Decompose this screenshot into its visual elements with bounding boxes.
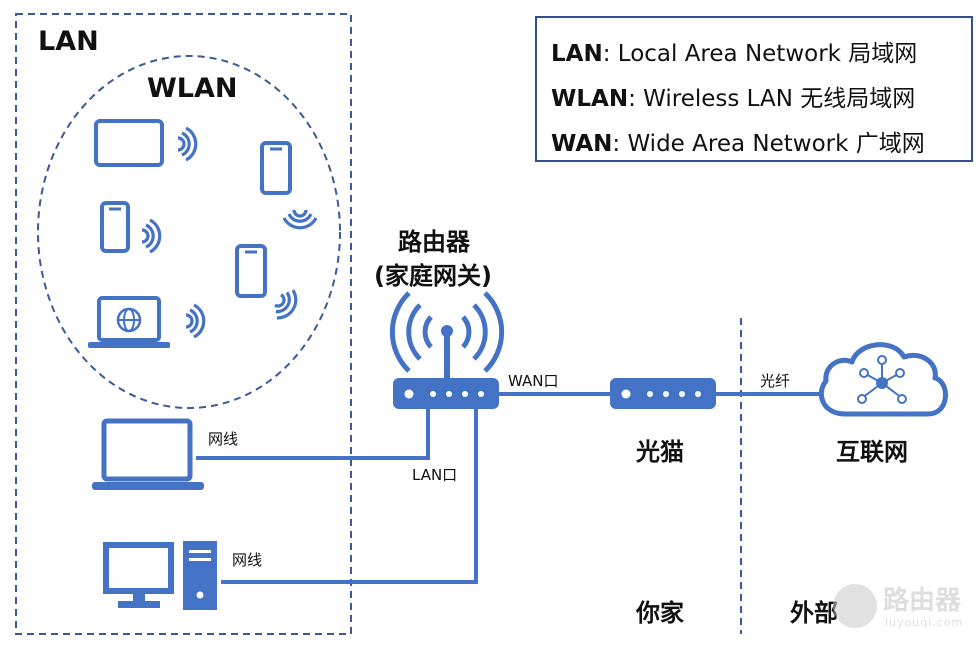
wifi-signal-icon [140,218,162,254]
home-zone-label: 你家 [636,599,684,627]
wifi-signal-icon [184,303,206,339]
cable-lines [196,392,822,584]
lan-port-label: LAN口 [412,466,458,484]
wan-port-label: WAN口 [508,372,559,390]
fiber-label: 光纤 [760,372,791,390]
legend-box: LAN: Local Area Network 局域网 WLAN: Wirele… [535,16,973,162]
outside-zone-label: 外部 [790,599,838,627]
legend-row-wan: WAN: Wide Area Network 广域网 [551,124,925,158]
cloud-network-icon [819,342,948,417]
legend-term: WAN [551,131,613,157]
router-title: 路由器 [398,228,470,256]
modem-label: 光猫 [636,438,684,466]
legend-row-lan: LAN: Local Area Network 局域网 [551,34,917,68]
watermark-text: 路由器 [883,586,962,616]
watermark-url: luyouqi.com [885,616,964,629]
wlan-label: WLAN [147,73,238,104]
legend-desc: : Wireless LAN 无线局域网 [628,86,916,112]
phone-icon [235,244,267,298]
phone-icon [260,141,292,195]
legend-term: WLAN [551,86,629,112]
watermark: 路由器 luyouqi.com [833,578,973,636]
legend-row-wlan: WLAN: Wireless LAN 无线局域网 [551,79,915,113]
wifi-signal-icon [268,284,303,325]
router-icon [389,291,505,409]
cable-label: 网线 [208,430,239,448]
wlan-boundary [37,55,341,409]
phone-icon [100,201,130,253]
legend-desc: : Wide Area Network 广域网 [612,131,925,157]
wifi-signal-icon [176,126,198,162]
laptop-icon [92,418,204,490]
lan-boundary [15,13,352,635]
tablet-icon [94,119,164,167]
router-subtitle: (家庭网关) [374,262,492,290]
modem-icon [610,378,716,409]
cable-label: 网线 [232,551,263,569]
legend-term: LAN [551,41,603,67]
lan-label: LAN [38,26,99,57]
legend-desc: : Local Area Network 局域网 [602,41,918,67]
internet-label: 互联网 [836,438,908,466]
desktop-pc-icon [103,541,217,610]
wifi-signal-icon [282,208,318,230]
laptop-icon [88,296,170,348]
watermark-logo-icon [833,584,877,628]
